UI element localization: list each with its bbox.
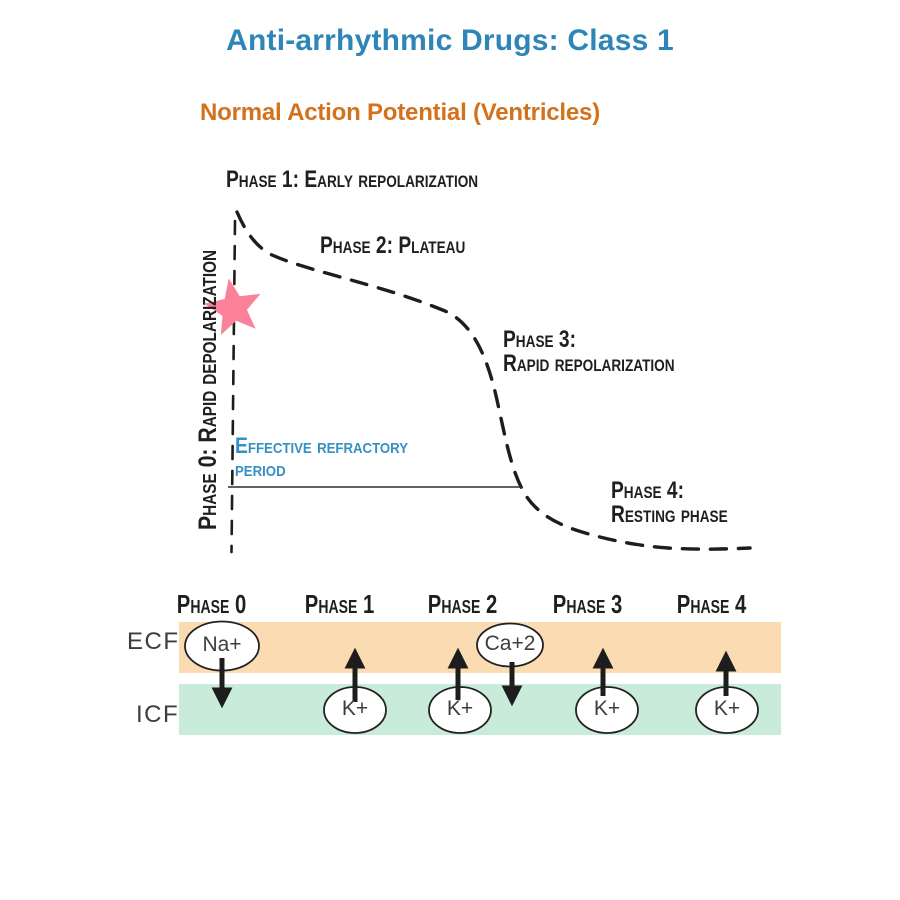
phase3-label: Phase 3: Rapid repolarization (503, 326, 717, 378)
erp-label-line2: period (235, 456, 286, 481)
phase-header-2: Phase 2 (393, 591, 533, 618)
phase0-axis-label-text: Phase 0: Rapid depolarization (194, 249, 222, 530)
k-ion-label-phase4: K+ (713, 697, 741, 720)
phase1-label: Phase 1: Early repolarization (226, 166, 541, 193)
phase3-label-line1: Phase 3: (503, 326, 576, 353)
phase-header-0-text: Phase 0 (177, 589, 247, 619)
k-ion-label-phase1: K+ (341, 697, 369, 720)
phase4-label-line1: Phase 4: (611, 477, 684, 504)
phase4-label-line2: Resting phase (611, 501, 728, 529)
erp-label: Effective refractory period (235, 434, 432, 480)
phase4-label: Phase 4: Resting phase (611, 477, 757, 529)
phase-header-3-text: Phase 3 (553, 589, 623, 619)
page-subtitle: Normal Action Potential (Ventricles) (200, 99, 600, 126)
phase-header-1-text: Phase 1 (305, 589, 375, 619)
erp-label-line1: Effective refractory (235, 433, 409, 458)
phase-header-0: Phase 0 (142, 591, 282, 618)
phase2-label-text: Phase 2: Plateau (320, 232, 466, 259)
ca-ion-label: Ca+2 (484, 632, 536, 655)
phase-header-2-text: Phase 2 (428, 589, 498, 619)
phase-header-3: Phase 3 (518, 591, 658, 618)
phase-header-4-text: Phase 4 (677, 589, 747, 619)
ecf-label: ECF (127, 628, 180, 655)
k-ion-label-phase3: K+ (593, 697, 621, 720)
star-icon (204, 278, 261, 335)
na-ion-label: Na+ (202, 633, 242, 656)
phase0-axis-label: Phase 0: Rapid depolarization (194, 201, 222, 530)
icf-label: ICF (136, 701, 180, 728)
action-potential-curve (235, 210, 752, 551)
k-ellipse-phase3 (575, 686, 639, 734)
phase3-label-line2: Rapid repolarization (503, 350, 675, 378)
phase2-label: Phase 2: Plateau (320, 232, 502, 259)
phase1-label-text: Phase 1: Early repolarization (226, 166, 479, 193)
phase-header-1: Phase 1 (270, 591, 410, 618)
phase-header-4: Phase 4 (642, 591, 782, 618)
k-ion-label-phase2: K+ (446, 697, 474, 720)
phase0-upstroke-line (230, 219, 237, 554)
page-title: Anti-arrhythmic Drugs: Class 1 (226, 24, 674, 57)
